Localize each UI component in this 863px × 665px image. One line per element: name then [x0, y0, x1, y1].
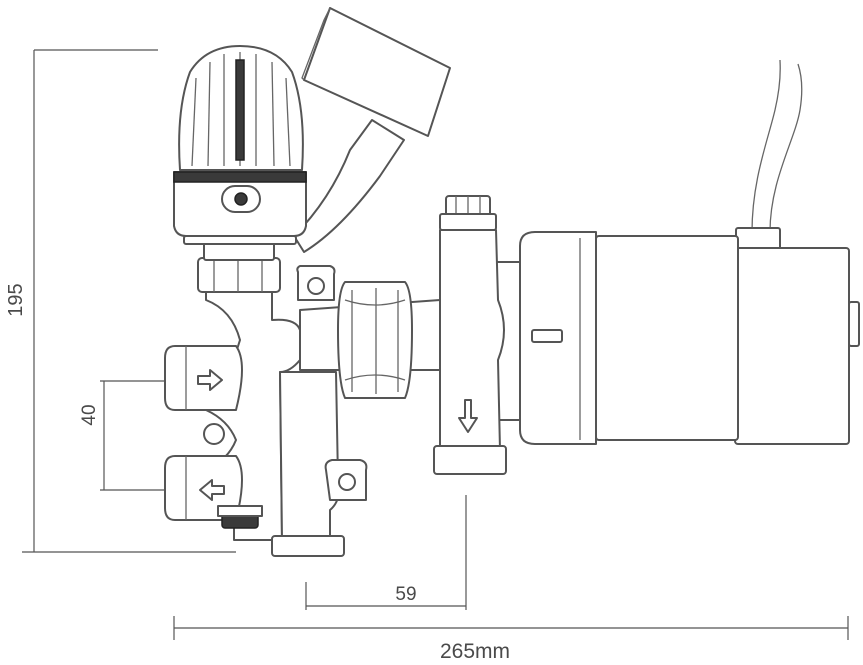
dimension-offset: 59 [305, 495, 467, 610]
union-connection [296, 265, 441, 399]
inlet-port [164, 345, 243, 411]
dimension-overall-width: 265mm [173, 616, 849, 663]
pump-motor [481, 227, 860, 445]
flow-left-arrow-icon [199, 479, 225, 501]
dimension-port-spacing-label: 40 [79, 404, 100, 425]
return-port [164, 455, 263, 529]
dimension-overall-width-label: 265mm [440, 640, 510, 663]
thermostatic-head [173, 45, 307, 245]
dimension-offset-label: 59 [395, 584, 416, 605]
dimension-height: 195 [5, 49, 236, 553]
sensor-probe [293, 7, 451, 253]
pump-cable [751, 59, 803, 233]
flow-right-arrow-icon [197, 369, 223, 391]
dimension-port-spacing: 40 [79, 380, 165, 491]
flow-down-arrow-icon [458, 399, 478, 433]
outlet-valve [433, 195, 507, 475]
thermostat-nut [197, 239, 281, 293]
dimension-height-label: 195 [5, 283, 27, 316]
